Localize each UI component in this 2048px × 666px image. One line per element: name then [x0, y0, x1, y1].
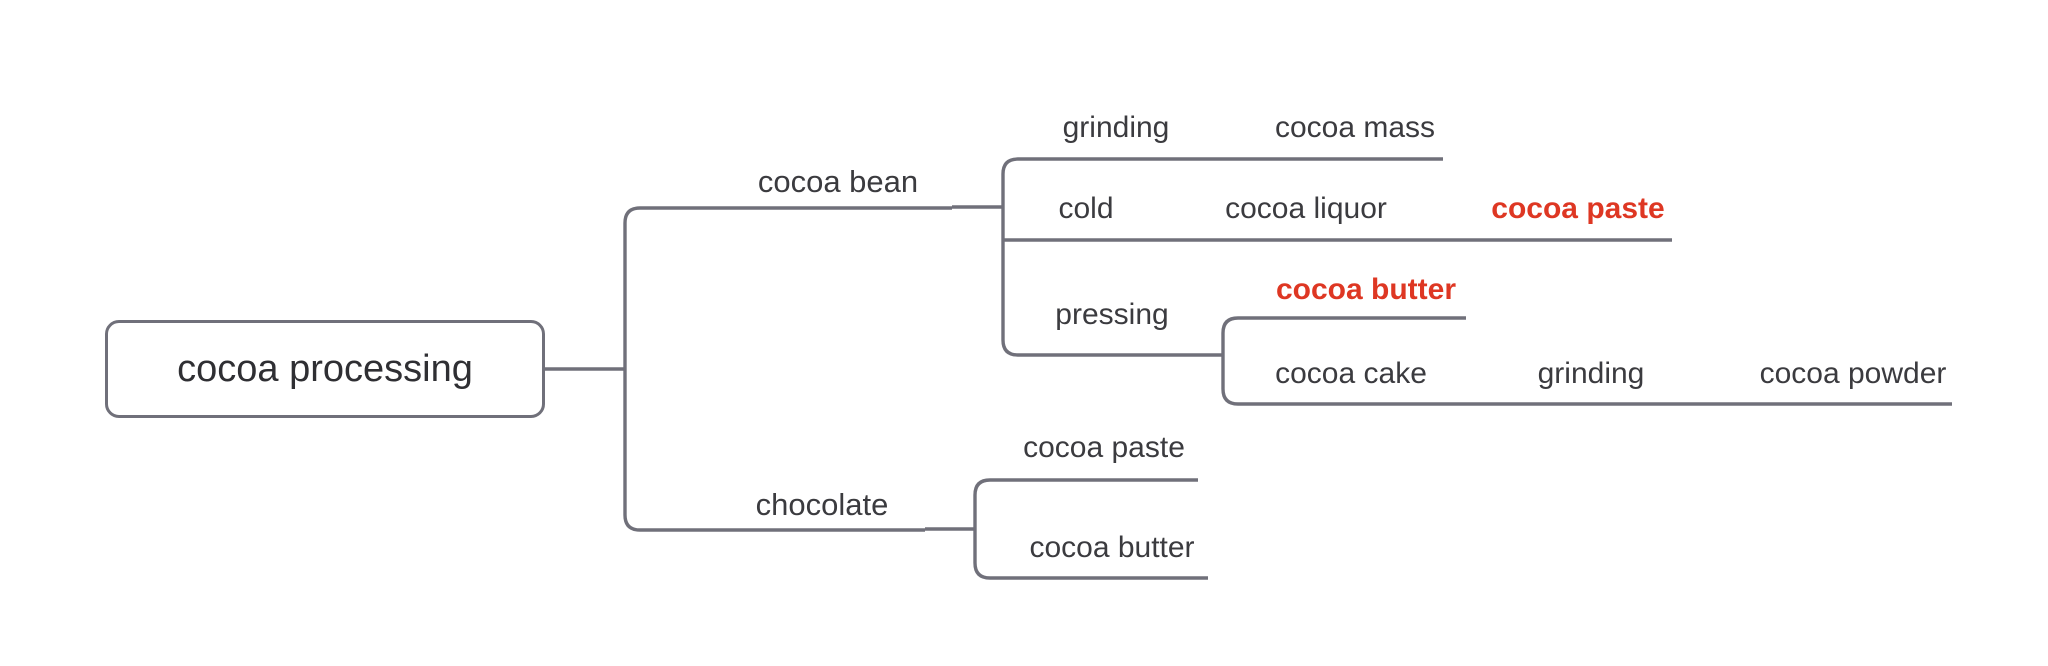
label-cocoa-butter-highlight[interactable]: cocoa butter — [1275, 273, 1457, 306]
label-cocoa-paste-highlight[interactable]: cocoa paste — [1491, 192, 1665, 225]
branch-chocolate-text: chocolate — [755, 487, 889, 522]
root-node-label: cocoa processing — [177, 347, 473, 390]
root-node[interactable]: cocoa processing — [105, 320, 545, 418]
label-grinding-1[interactable]: grinding — [1062, 111, 1170, 144]
label-chocolate-cocoa-paste[interactable]: cocoa paste — [1023, 431, 1185, 464]
wire-trunk — [623, 206, 672, 532]
label-cocoa-liquor[interactable]: cocoa liquor — [1225, 192, 1387, 225]
label-pressing[interactable]: pressing — [1055, 298, 1169, 331]
label-cocoa-powder[interactable]: cocoa powder — [1759, 357, 1947, 390]
wire-cocoa-bean-fork — [1001, 157, 1050, 357]
label-grinding-2[interactable]: grinding — [1537, 357, 1645, 390]
wire-pressing-fork — [1221, 316, 1270, 406]
label-cold[interactable]: cold — [1058, 192, 1114, 225]
wire-chocolate-fork — [973, 478, 1022, 580]
branch-cocoa-bean-text: cocoa bean — [757, 164, 919, 199]
label-cocoa-cake[interactable]: cocoa cake — [1275, 357, 1427, 390]
label-cocoa-mass[interactable]: cocoa mass — [1274, 111, 1436, 144]
label-chocolate-cocoa-butter[interactable]: cocoa butter — [1029, 531, 1195, 564]
branch-label-chocolate[interactable]: chocolate — [756, 489, 889, 520]
branch-label-cocoa-bean[interactable]: cocoa bean — [758, 166, 918, 197]
